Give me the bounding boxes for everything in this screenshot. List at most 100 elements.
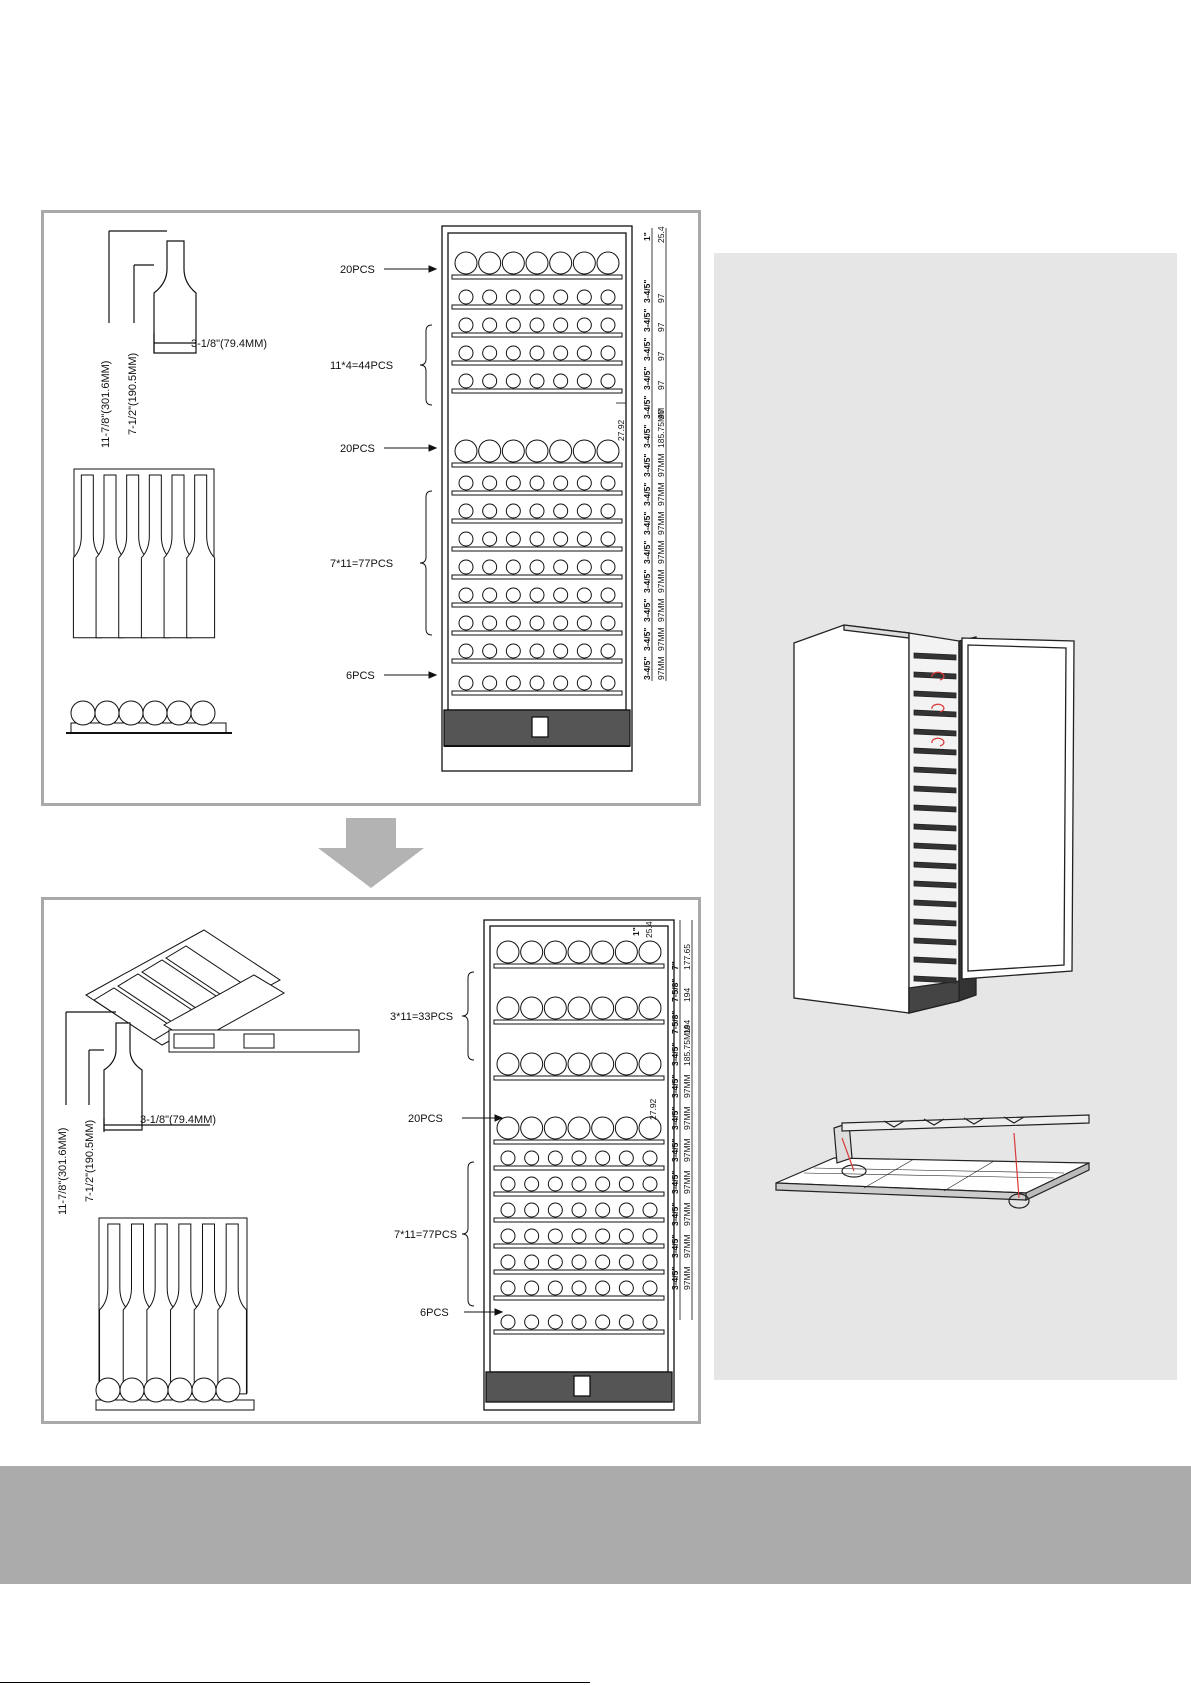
dim-inch-label: 3-4/5" (642, 657, 652, 680)
side-illustrations (775, 624, 1090, 1209)
bottle-circle (638, 996, 662, 1020)
shelf-edge (913, 842, 957, 851)
bottle-circle (458, 475, 474, 491)
cabinet-front-elevation-b (483, 919, 675, 1411)
bottle-circle (642, 1176, 658, 1192)
bottle-circle (543, 1052, 567, 1076)
dim-inch-label: 3-4/5" (642, 599, 652, 622)
bottle-circle (596, 439, 620, 463)
dim-inch-label: 3-4/5" (670, 1171, 680, 1194)
bottle-circle (458, 559, 474, 575)
bottle-circle (478, 251, 502, 275)
callout-top-20pcs: 20PCS (340, 264, 375, 276)
bottle-circle (618, 1202, 634, 1218)
dim-inch-label: 3-4/5" (642, 280, 652, 303)
dim-mm-label: 97MM (656, 540, 666, 564)
bottom-rule (0, 1682, 590, 1683)
dim-mm-label: 97MM (682, 1234, 692, 1258)
bottle-circle (553, 643, 569, 659)
callout-top-44pcs: 11*4=44PCS (330, 360, 393, 372)
bottle-circle (458, 503, 474, 519)
dim-mm-label: 97 (656, 409, 666, 419)
bottle-circle (600, 345, 616, 361)
bottle-circle (547, 1314, 563, 1330)
shelf-edge (913, 880, 957, 889)
dim-inch-label: 7-5/8" (670, 1011, 680, 1034)
dim-inch-label: 3-4/5" (642, 396, 652, 419)
dim-mm-label: 97 (656, 380, 666, 390)
bottle-circle (600, 531, 616, 547)
red-callout-marks (931, 671, 945, 747)
bottle-circle (638, 1052, 662, 1076)
bottle-circle (576, 587, 592, 603)
shelf-edge (913, 747, 957, 756)
shelf-rail (451, 602, 623, 608)
shelf-rail (451, 274, 623, 280)
shelf-edge (913, 690, 957, 699)
top-layout-drawing: 11-7/8"(301.6MM) 7-1/2"(190.5MM) 3-1/8"(… (66, 225, 667, 772)
bottle-circle (600, 475, 616, 491)
bottle-circle (576, 373, 592, 389)
bottle-circle (595, 1228, 611, 1244)
bottle-circle (571, 1314, 587, 1330)
bottle-circle (482, 289, 498, 305)
bottom-dim-1in: 1" (631, 927, 641, 936)
dim-inch-label: 3-4/5" (642, 541, 652, 564)
bottle-circle (529, 503, 545, 519)
bottle-circle (642, 1314, 658, 1330)
shelf-rail (451, 658, 623, 664)
bottle-circle (567, 996, 591, 1020)
bottle-circle (482, 503, 498, 519)
bottle-circle (576, 643, 592, 659)
shelf-rail (451, 360, 623, 366)
bottle-circle (505, 373, 521, 389)
bottle-circle (458, 615, 474, 631)
bottle-circle (500, 1314, 516, 1330)
bottom-callouts (461, 971, 504, 1316)
bottom-dim-25-4: 25.4 (644, 921, 654, 938)
bottle-circle (638, 1116, 662, 1140)
callout-top-6pcs: 6PCS (346, 670, 375, 682)
dim-mm-label: 97MM (682, 1138, 692, 1162)
bottle-circle (600, 559, 616, 575)
bottle-circle (571, 1280, 587, 1296)
bottle-circle (458, 289, 474, 305)
bottle-circle (529, 373, 545, 389)
shelf-edge (913, 766, 957, 775)
bottle-circle (501, 251, 525, 275)
bottle-dimension-drawing (108, 230, 197, 354)
shelf-rail (451, 462, 623, 468)
bottle-circle (454, 439, 478, 463)
bottle-circle (500, 1254, 516, 1270)
cabinet-front-elevation (441, 225, 633, 772)
bottle-circle (600, 289, 616, 305)
bottle-circle (638, 940, 662, 964)
dim-inch-label: 3-4/5" (670, 1107, 680, 1130)
shelf-rail (493, 1243, 665, 1249)
dim-mm-label: 97MM (656, 627, 666, 651)
shelf-edge (913, 823, 957, 832)
dim-inch-label: 7-5/8" (670, 979, 680, 1002)
bottle-circle (614, 1052, 638, 1076)
bottle-circle (614, 940, 638, 964)
bottle-circle (600, 643, 616, 659)
bottle-circle (618, 1176, 634, 1192)
bottle-circle (520, 1116, 544, 1140)
bottle-circle (571, 1176, 587, 1192)
callout-bottom-77pcs: 7*11=77PCS (394, 1229, 457, 1241)
bottle-circle (520, 1052, 544, 1076)
bottle-circle (458, 675, 474, 691)
bottle-circle (553, 615, 569, 631)
dim-inch-label: 3-4/5" (670, 1075, 680, 1098)
bottle-circle (529, 643, 545, 659)
bottle-circle (505, 675, 521, 691)
footer-band (0, 1466, 1191, 1584)
bottle-circle (458, 345, 474, 361)
dim-mm-label: 97MM (682, 1074, 692, 1098)
shelf-top-view (72, 468, 216, 639)
bottle-circle (600, 317, 616, 333)
shelf-edge (913, 918, 957, 927)
dim-inch-label: 3-4/5" (642, 425, 652, 448)
dim-mm-label: 97MM (682, 1266, 692, 1290)
bottle-outline (217, 1223, 247, 1395)
